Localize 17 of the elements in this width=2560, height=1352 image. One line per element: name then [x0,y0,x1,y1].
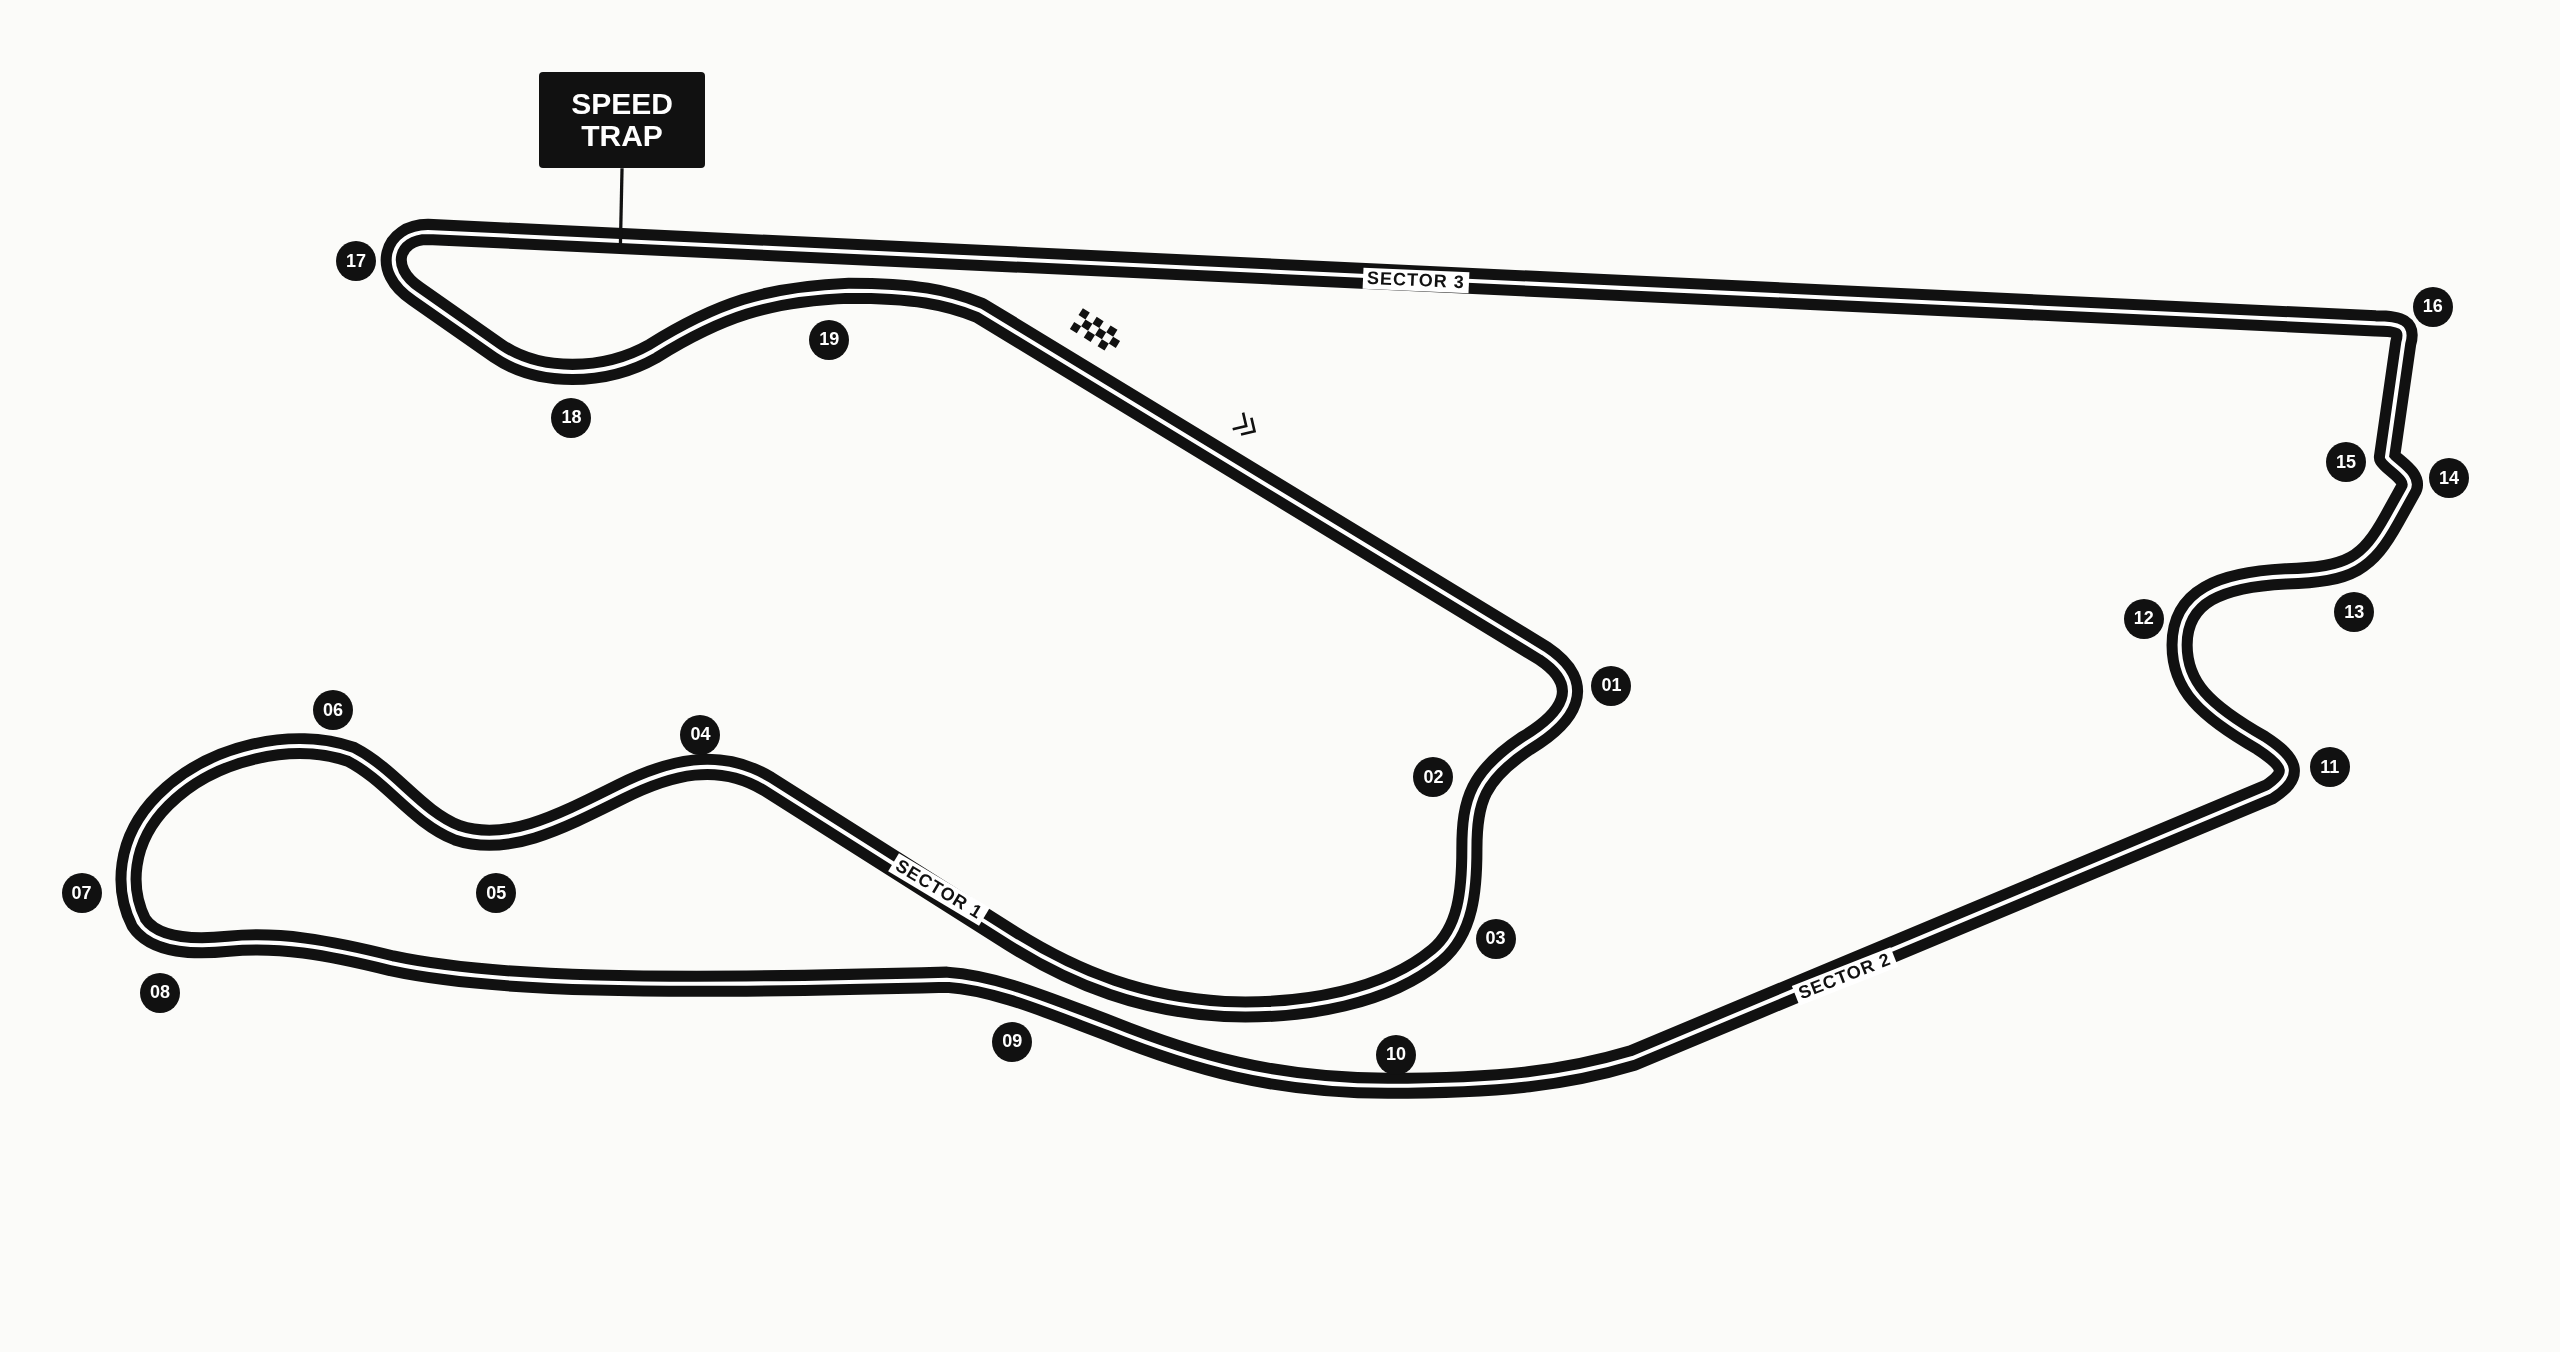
corner-number: 09 [992,1021,1033,1062]
corner-number: 13 [2334,592,2375,633]
sector-label: SECTOR 3 [1362,268,1469,294]
speed-trap-sign: SPEED TRAP [538,71,706,169]
leader-line [618,168,624,245]
corner-number: 18 [551,397,592,438]
corner-number: 17 [335,241,376,282]
corner-number: 11 [2309,747,2350,788]
corner-number: 02 [1413,757,1454,798]
corner-number: 19 [809,319,850,360]
corner-number: 08 [140,972,180,1013]
race-track [115,218,2423,1099]
corner-number: 14 [2428,458,2469,499]
corner-number: 07 [61,873,102,914]
corner-number: 06 [313,690,354,731]
corner-number: 04 [680,714,721,755]
corner-number: 16 [2412,286,2453,327]
